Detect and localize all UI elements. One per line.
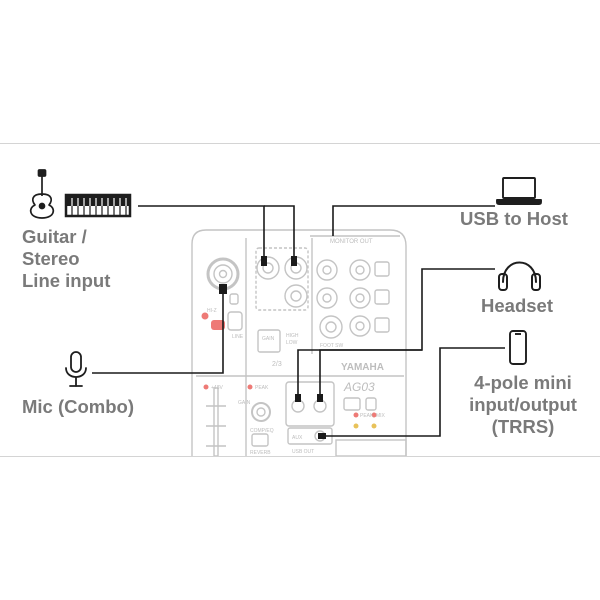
label-line: Stereo [22,248,80,269]
device-mix-label: MIX [376,413,386,419]
device-phantom-label: +48V [211,385,223,391]
plug-stereo-1 [261,256,267,266]
label-line: Guitar / [22,226,87,247]
device-led [247,384,253,390]
device-peak-label: PEAK [255,385,269,391]
device-gain-low-label: LOW [286,340,298,346]
keyboard-icon [64,193,132,218]
line-stereo-input-2 [264,205,295,257]
device-model: AG03 [343,380,375,394]
headphones-icon [498,261,541,291]
usb-to-host-label: USB to Host [460,208,568,229]
connection-diagram: MONITOR OUT HI-Z LINE GAIN HIGH LOW 2/3 … [29,169,542,456]
device-foot-sw-label: FOOT SW [320,343,344,349]
device-comp-eq-label: COMP/EQ [250,428,274,434]
plug-trrs [318,433,326,439]
trrs-label: 4-pole mini input/output (TRRS) [452,372,594,438]
microphone-icon [65,351,87,387]
device-led [353,412,359,418]
device-monitor-out-label: MONITOR OUT [330,239,373,245]
label-line: 4-pole mini [474,372,572,393]
headset-label: Headset [481,295,553,316]
mic-combo-label: Mic (Combo) [22,396,135,417]
device-led [371,412,377,418]
device-hi-z-label: HI-Z [207,308,217,314]
device-led [353,423,359,429]
device-line-label: LINE [232,334,244,340]
device-brand: YAMAHA [341,362,384,373]
device-channel-label: 2/3 [272,361,282,368]
device-gain-label-2: GAIN [238,400,251,406]
line-mic [92,293,224,374]
plug-combo [219,284,227,294]
device-led [203,384,209,390]
guitar-stereo-line-input-label: Guitar / Stereo Line input [22,226,110,292]
line-trrs [325,347,505,437]
line-usb [332,205,495,236]
label-line: input/output [469,394,577,415]
mixer-device [191,229,407,456]
diagram-panel: MONITOR OUT HI-Z LINE GAIN HIGH LOW 2/3 … [0,143,600,457]
label-line: Line input [22,270,111,291]
smartphone-icon [509,330,527,365]
plug-stereo-2 [291,256,297,266]
label-line: (TRRS) [491,416,555,437]
device-switch-accent [211,320,225,330]
device-led [201,312,209,320]
device-gain-high-label: HIGH [286,333,299,339]
device-peak-label-2: PEAK [360,413,374,419]
connection-lines [92,205,505,437]
plug-headset-2 [317,394,323,402]
device-usb-out-label: USB OUT [292,449,314,455]
plug-headset-1 [295,394,301,402]
device-led [371,423,377,429]
line-stereo-input [138,205,265,257]
line-headset-2 [319,349,422,397]
laptop-icon [496,177,542,205]
device-gain-label: GAIN [262,336,275,342]
guitar-icon [29,169,55,219]
device-aux-label: AUX [292,435,303,441]
device-reverb-label: REVERB [250,450,271,456]
